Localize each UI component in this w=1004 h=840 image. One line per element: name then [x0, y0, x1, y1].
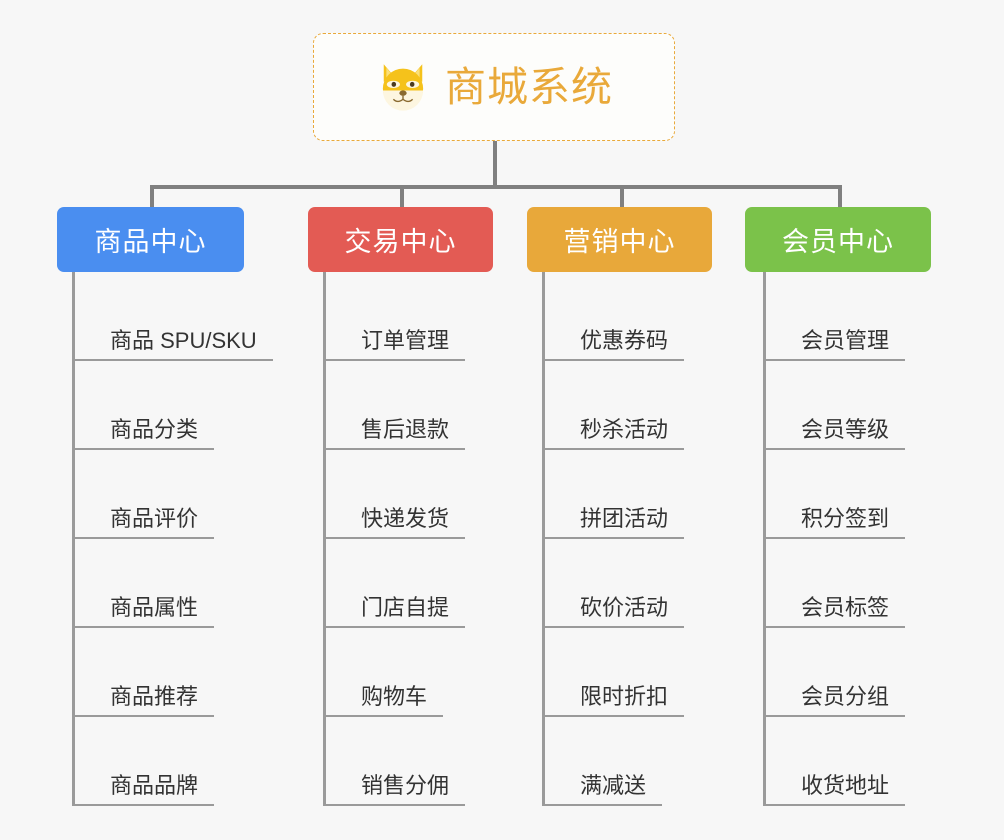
list-item-label: 满减送: [580, 773, 647, 798]
list-item[interactable]: 商品品牌: [72, 717, 257, 806]
list-item-underline: [763, 537, 905, 539]
shiba-dog-face-icon: [382, 64, 424, 111]
list-item[interactable]: 会员标签: [763, 539, 905, 628]
list-item[interactable]: 收货地址: [763, 717, 905, 806]
list-item[interactable]: 拼团活动: [542, 450, 684, 539]
list-item[interactable]: 商品推荐: [72, 628, 257, 717]
list-item-underline: [542, 715, 684, 717]
list-item-underline: [72, 359, 273, 361]
list-item-underline: [72, 715, 214, 717]
root-title: 商城系统: [445, 63, 613, 110]
list-item[interactable]: 会员分组: [763, 628, 905, 717]
list-item-label: 商品推荐: [110, 684, 199, 709]
list-item[interactable]: 满减送: [542, 717, 668, 806]
list-item-underline: [542, 537, 684, 539]
list-item-label: 商品评价: [110, 506, 199, 531]
column-spine: [542, 272, 545, 806]
list-item[interactable]: 会员等级: [763, 361, 905, 450]
list-item[interactable]: 商品 SPU/SKU: [72, 272, 273, 361]
list-item-underline: [542, 626, 684, 628]
list-item[interactable]: 售后退款: [323, 361, 465, 450]
list-item-label: 砍价活动: [580, 595, 669, 620]
connector-drop-3: [620, 185, 624, 211]
root-node[interactable]: 商城系统: [313, 33, 675, 141]
list-item-underline: [72, 804, 214, 806]
connector-drop-1: [150, 185, 154, 211]
list-item-label: 收货地址: [801, 773, 890, 798]
list-item[interactable]: 砍价活动: [542, 539, 684, 628]
list-item[interactable]: 订单管理: [323, 272, 465, 361]
list-item-label: 秒杀活动: [580, 417, 669, 442]
list-item-underline: [542, 359, 684, 361]
list-item-underline: [72, 626, 214, 628]
list-item-underline: [323, 804, 465, 806]
connector-bus: [150, 185, 842, 189]
category-header-trade[interactable]: 交易中心: [308, 207, 493, 272]
list-item-underline: [763, 804, 905, 806]
category-header-member[interactable]: 会员中心: [745, 207, 931, 272]
list-item[interactable]: 商品属性: [72, 539, 257, 628]
list-item-underline: [763, 626, 905, 628]
list-item[interactable]: 快递发货: [323, 450, 465, 539]
list-item-underline: [763, 448, 905, 450]
list-item-label: 商品 SPU/SKU: [110, 328, 257, 353]
list-item[interactable]: 销售分佣: [323, 717, 465, 806]
column-spine: [323, 272, 326, 806]
list-item[interactable]: 会员管理: [763, 272, 905, 361]
list-item-label: 积分签到: [801, 506, 890, 531]
list-item-label: 售后退款: [361, 417, 450, 442]
list-item-underline: [323, 448, 465, 450]
list-item[interactable]: 秒杀活动: [542, 361, 684, 450]
list-item-underline: [323, 537, 465, 539]
list-item-label: 门店自提: [361, 595, 450, 620]
list-item-underline: [763, 715, 905, 717]
column-product: 商品 SPU/SKU 商品分类商品评价商品属性商品推荐商品品牌: [72, 272, 273, 806]
column-spine: [763, 272, 766, 806]
list-item[interactable]: 门店自提: [323, 539, 465, 628]
list-item-label: 商品品牌: [110, 773, 199, 798]
list-item-label: 会员管理: [801, 328, 890, 353]
list-item[interactable]: 商品分类: [72, 361, 257, 450]
list-item-underline: [72, 448, 214, 450]
list-item-label: 销售分佣: [361, 773, 450, 798]
list-item-label: 会员分组: [801, 684, 890, 709]
column-marketing: 优惠券码秒杀活动拼团活动砍价活动限时折扣满减送: [542, 272, 684, 806]
list-item[interactable]: 购物车: [323, 628, 449, 717]
category-header-marketing[interactable]: 营销中心: [527, 207, 712, 272]
list-item-label: 快递发货: [361, 506, 450, 531]
connector-drop-2: [400, 185, 404, 211]
list-item[interactable]: 限时折扣: [542, 628, 684, 717]
category-header-product[interactable]: 商品中心: [57, 207, 244, 272]
list-item-label: 拼团活动: [580, 506, 669, 531]
column-member: 会员管理会员等级积分签到会员标签会员分组收货地址: [763, 272, 905, 806]
list-item-underline: [323, 359, 465, 361]
list-item[interactable]: 优惠券码: [542, 272, 684, 361]
list-item-label: 购物车: [361, 684, 428, 709]
list-item[interactable]: 商品评价: [72, 450, 257, 539]
list-item-label: 优惠券码: [580, 328, 669, 353]
list-item-underline: [323, 626, 465, 628]
connector-drop-4: [838, 185, 842, 211]
list-item-underline: [542, 804, 662, 806]
list-item-label: 限时折扣: [580, 684, 669, 709]
list-item[interactable]: 积分签到: [763, 450, 905, 539]
list-item-label: 会员等级: [801, 417, 890, 442]
list-item-label: 商品属性: [110, 595, 199, 620]
list-item-label: 商品分类: [110, 417, 199, 442]
list-item-label: 会员标签: [801, 595, 890, 620]
list-item-underline: [763, 359, 905, 361]
column-spine: [72, 272, 75, 806]
column-trade: 订单管理售后退款快递发货门店自提购物车销售分佣: [323, 272, 465, 806]
list-item-underline: [323, 715, 443, 717]
list-item-underline: [72, 537, 214, 539]
list-item-underline: [542, 448, 684, 450]
connector-root-stem: [493, 141, 497, 189]
list-item-label: 订单管理: [361, 328, 450, 353]
